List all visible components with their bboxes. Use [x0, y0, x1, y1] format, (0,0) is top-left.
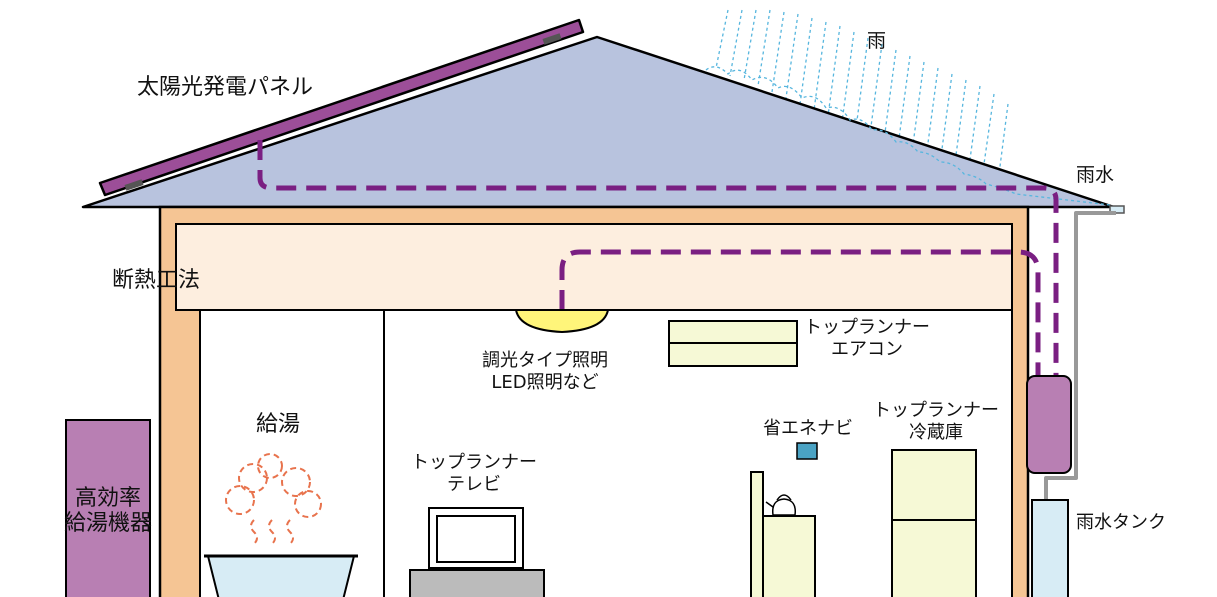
- rain-label: 雨: [867, 30, 887, 52]
- aircon-line-2: エアコン: [831, 338, 903, 360]
- aircon-label: トップランナー エアコン: [796, 317, 938, 360]
- rain-tank-label: 雨水タンク: [1076, 512, 1166, 533]
- lighting-line: [559, 249, 1041, 380]
- power-conditioner: [1026, 375, 1072, 474]
- solar-panel-label: 太陽光発電パネル: [137, 75, 314, 100]
- water-heater-line-1: 高効率: [74, 486, 141, 511]
- energy-navi-device: [796, 442, 818, 460]
- kitchen-counter: [762, 515, 816, 597]
- attic-insulation: [175, 223, 1013, 311]
- rainwater-label: 雨水: [1076, 164, 1115, 186]
- tv-line-2: テレビ: [447, 473, 501, 495]
- dimming-light-line-2: LED照明など: [491, 371, 599, 393]
- tv-line-1: トップランナー: [411, 452, 537, 473]
- kitchen-wall-panel: [750, 471, 764, 597]
- fridge-line-2: 冷蔵庫: [909, 421, 963, 443]
- solar-panel: [98, 18, 585, 197]
- gutter: [1109, 205, 1125, 214]
- water-heater-unit: [65, 419, 151, 597]
- insulation-label: 断熱工法: [112, 268, 201, 293]
- bathtub: [206, 555, 356, 597]
- steam-clouds: [225, 453, 322, 545]
- fridge-label: トップランナー 冷蔵庫: [864, 400, 1008, 443]
- ceiling-lamp: [514, 309, 610, 334]
- fridge-line-1: トップランナー: [873, 400, 999, 421]
- tv-label: トップランナー テレビ: [402, 452, 546, 495]
- rain-splash: [705, 66, 1111, 206]
- energy-navi-label: 省エネナビ: [763, 418, 853, 439]
- aircon-line-1: トップランナー: [804, 317, 930, 338]
- water-heater-label: 高効率 給湯機器: [44, 486, 172, 537]
- dimming-light-label: 調光タイプ照明 LED照明など: [480, 350, 610, 393]
- bath-room: [199, 309, 385, 597]
- hot-water-label: 給湯: [256, 412, 301, 437]
- rain-water-tank: [1031, 499, 1069, 597]
- refrigerator: [891, 449, 977, 597]
- tv-stand: [409, 569, 545, 597]
- dimming-light-line-1: 調光タイプ照明: [482, 350, 608, 371]
- roof: [81, 35, 1116, 209]
- water-heater-line-2: 給湯機器: [63, 511, 152, 537]
- power-line: [257, 140, 1059, 380]
- downpipe: [1044, 211, 1116, 500]
- kettle: [765, 494, 797, 516]
